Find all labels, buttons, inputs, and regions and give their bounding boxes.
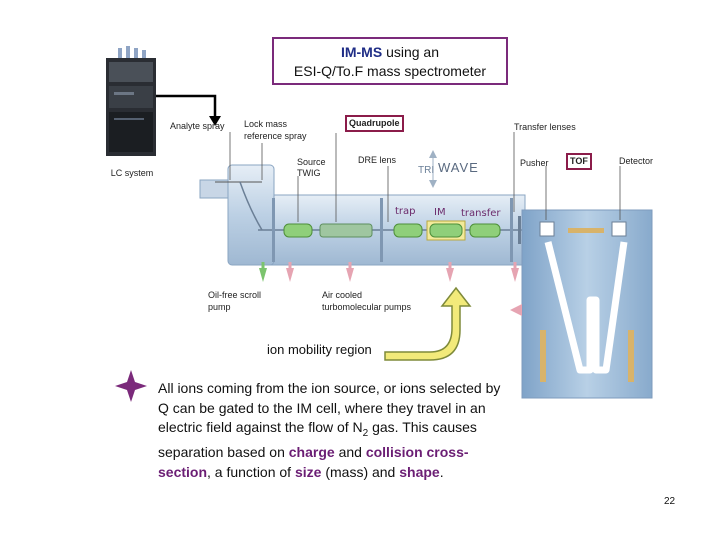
im-cell bbox=[426, 220, 466, 241]
body-text-4: , a function of bbox=[207, 463, 295, 480]
title-strong: IM-MS bbox=[340, 44, 383, 60]
body-text-subscript: 2 bbox=[362, 427, 369, 439]
body-text-6: . bbox=[439, 463, 444, 480]
transfer-label: transfer bbox=[461, 208, 501, 219]
highlight-charge: charge bbox=[288, 444, 335, 461]
source-twig-guide bbox=[283, 223, 313, 238]
trap-cell bbox=[393, 223, 423, 238]
quadrupole-label: Quadrupole bbox=[345, 115, 404, 132]
highlight-collision: collision cross-section bbox=[158, 444, 469, 480]
body-text-2: gas. This causes separation based on bbox=[158, 419, 477, 461]
ion-mobility-arrow bbox=[384, 286, 472, 361]
ion-mobility-region-label: ion mobility region bbox=[267, 342, 372, 357]
highlight-size: size bbox=[294, 463, 322, 480]
lc-system-icon bbox=[106, 46, 156, 156]
transfer-lenses-label: Transfer lenses bbox=[514, 122, 576, 132]
four-point-star-icon bbox=[115, 370, 147, 402]
tof-label: TOF bbox=[566, 153, 592, 170]
triwave-wave-label: WAVE bbox=[438, 160, 479, 175]
lc-system-label: LC system bbox=[110, 168, 154, 178]
detector-label: Detector bbox=[619, 156, 654, 166]
title-box: IM-MS using an ESI-Q/To.F mass spectrome… bbox=[272, 37, 508, 85]
oil-free-scroll-label: Oil-free scroll bbox=[208, 290, 262, 300]
title-rest: using an bbox=[382, 44, 440, 60]
body-text-5: (mass) and bbox=[321, 463, 400, 480]
dre-lens-label: DRE lens bbox=[358, 155, 397, 165]
reference-spray-label: reference spray bbox=[244, 131, 307, 141]
triwave-tri-label: TRI bbox=[418, 165, 435, 176]
turbomolecular-pumps-label: turbomolecular pumps bbox=[322, 302, 412, 312]
body-text-3: and bbox=[334, 444, 366, 461]
body-text-1: All ions coming from the ion source, or … bbox=[158, 380, 501, 435]
air-cooled-label: Air cooled bbox=[322, 290, 363, 300]
highlight-shape: shape bbox=[399, 463, 440, 480]
transfer-cell bbox=[469, 223, 501, 238]
source-label: Source bbox=[297, 157, 326, 167]
oil-free-pump-label: pump bbox=[208, 302, 231, 312]
twig-label: TWIG bbox=[297, 168, 321, 178]
trap-label: trap bbox=[395, 206, 416, 217]
title-line2: ESI-Q/To.F mass spectrometer bbox=[293, 63, 487, 79]
im-label: IM bbox=[434, 207, 446, 218]
body-text: All ions coming from the ion source, or … bbox=[158, 379, 513, 482]
lock-mass-label: Lock mass bbox=[244, 119, 288, 129]
quadrupole-rods bbox=[319, 223, 373, 238]
page-number: 22 bbox=[664, 496, 676, 507]
analyte-spray-label: Analyte spray bbox=[170, 121, 225, 131]
pusher-label: Pusher bbox=[520, 158, 549, 168]
pump-arrow bbox=[259, 268, 267, 282]
